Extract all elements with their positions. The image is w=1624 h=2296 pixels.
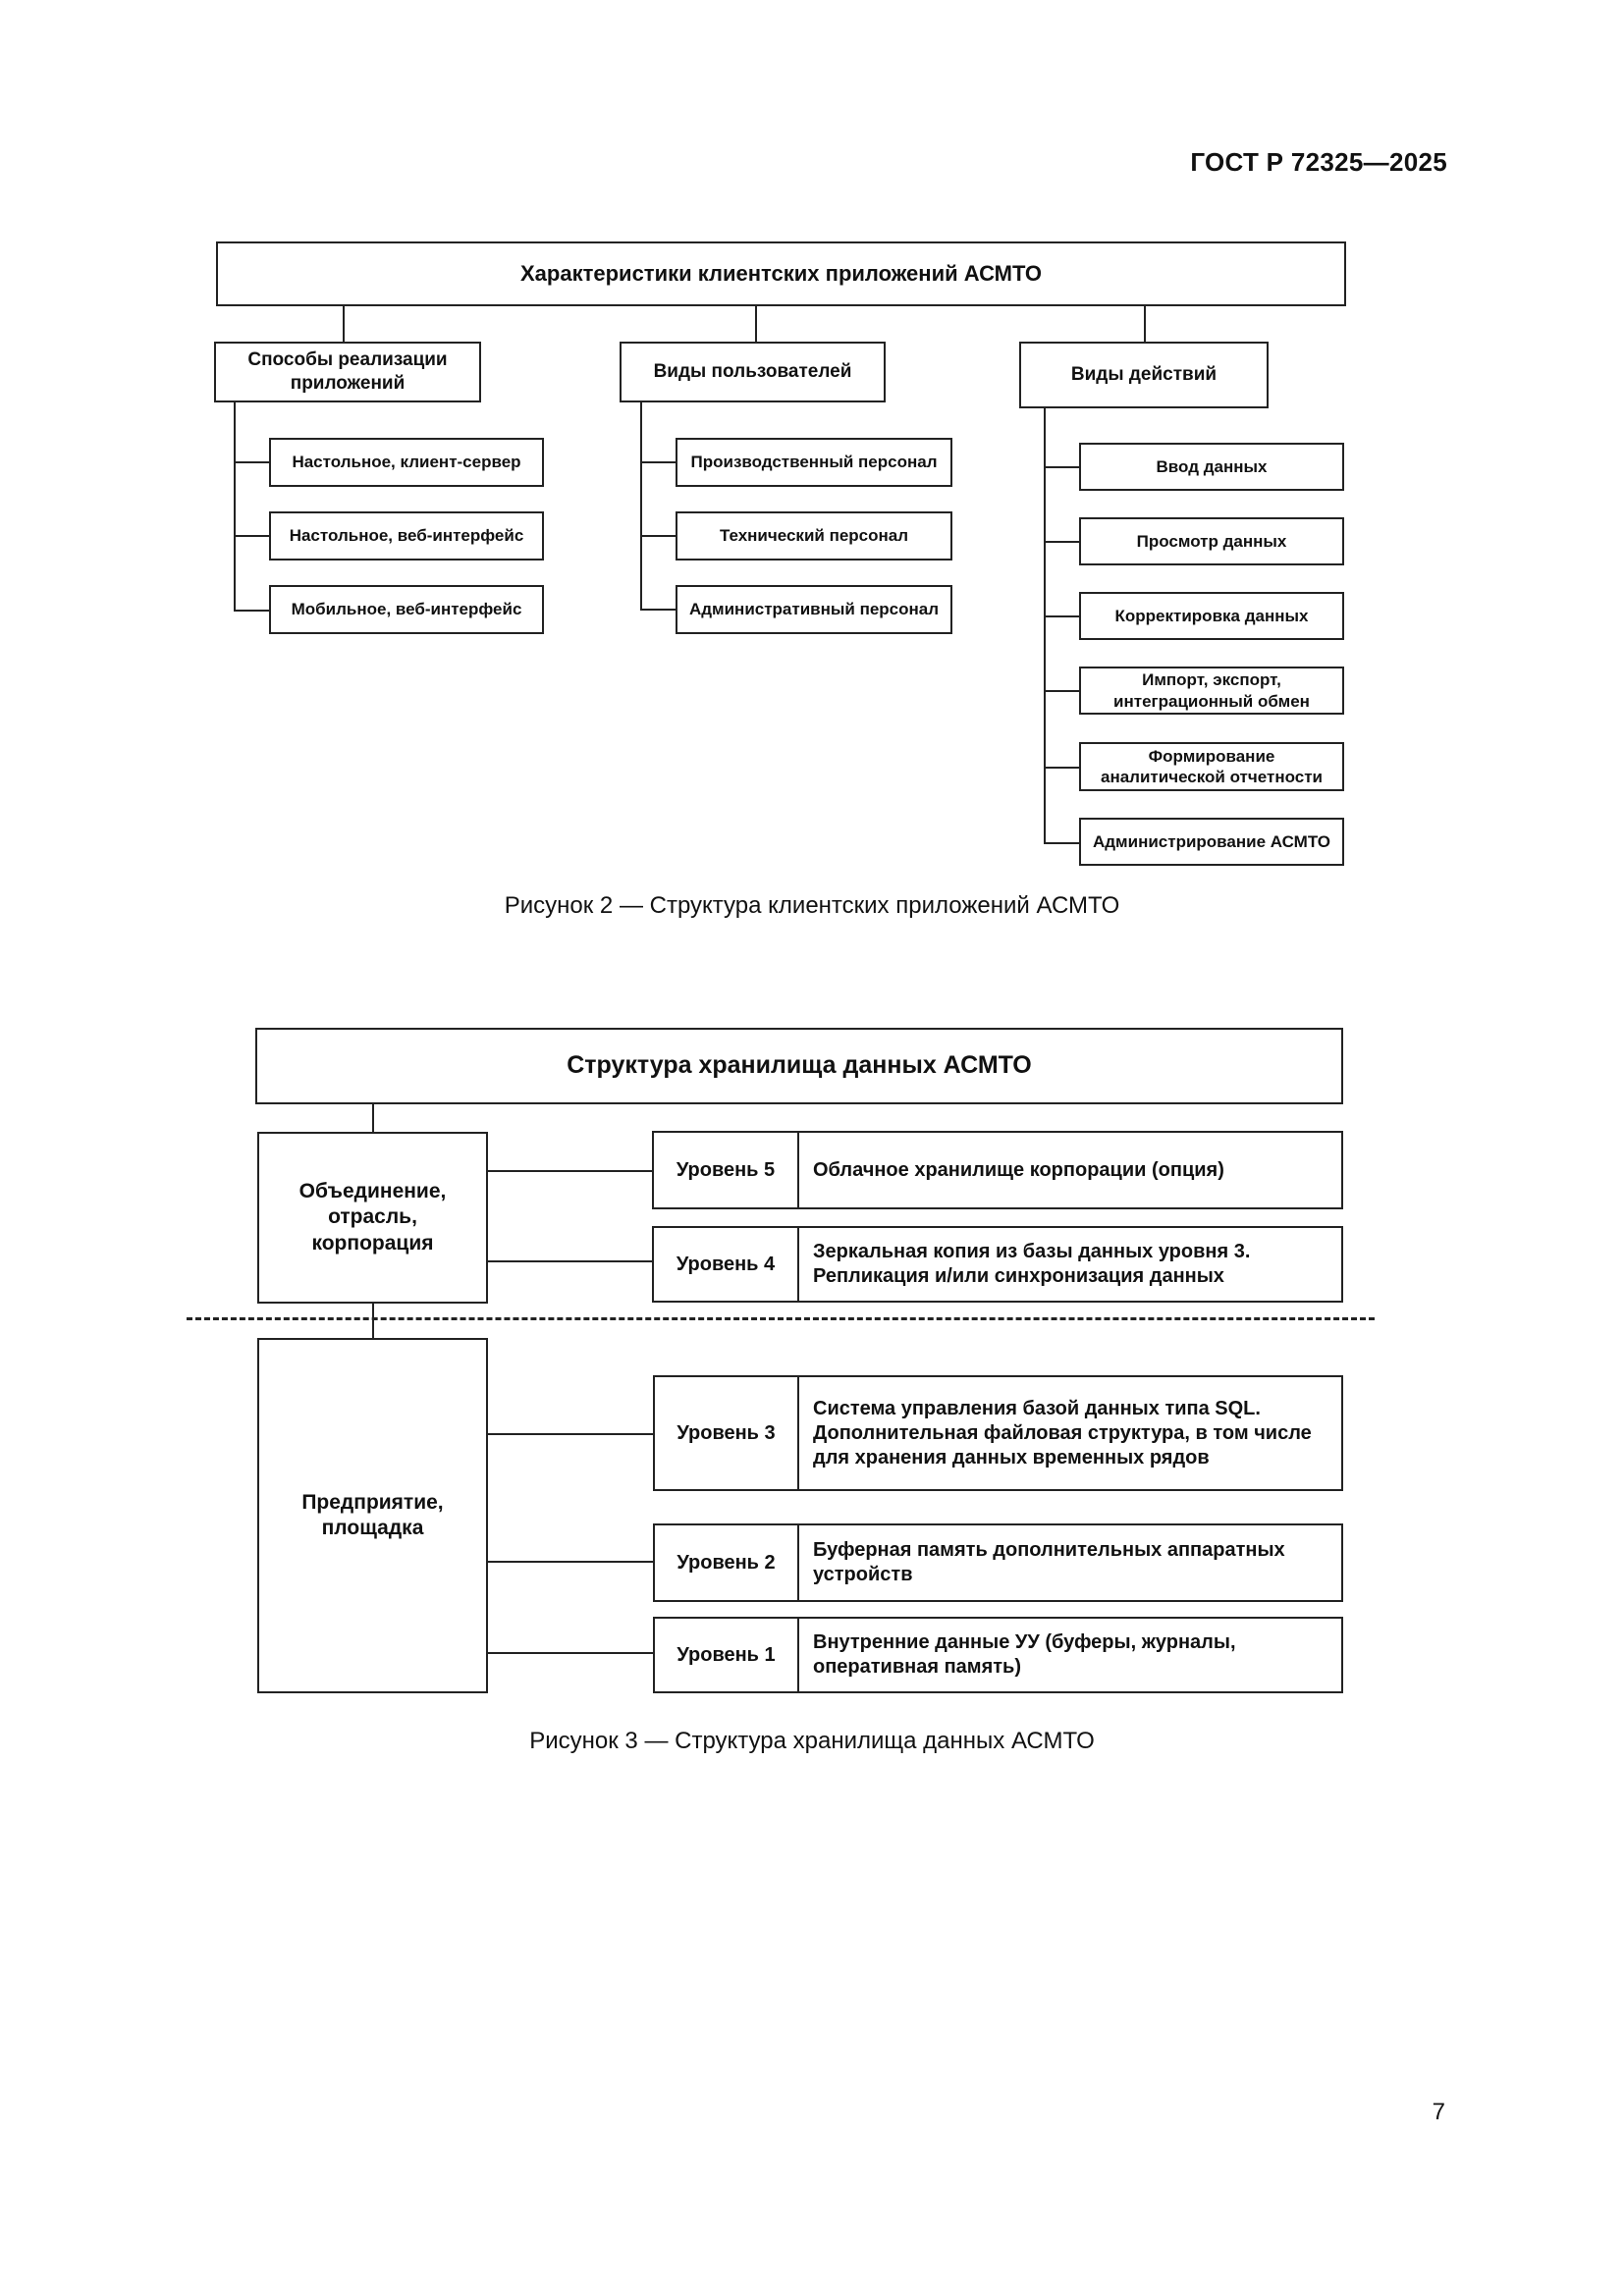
- fig2-category-box: Виды действий: [1019, 342, 1269, 408]
- fig2-item-box: Технический персонал: [676, 511, 952, 561]
- fig2-connector: [640, 535, 676, 537]
- fig3-dashed-separator: [187, 1317, 1375, 1320]
- figure-2-caption: Рисунок 2 — Структура клиентских приложе…: [504, 892, 1120, 919]
- fig2-connector: [1044, 615, 1079, 617]
- fig2-connector: [755, 306, 757, 342]
- fig2-connector: [234, 402, 236, 611]
- fig3-level-description: Система управления базой данных типа SQL…: [797, 1375, 1343, 1491]
- fig2-item-box: Мобильное, веб-интерфейс: [269, 585, 544, 634]
- fig2-connector: [234, 461, 269, 463]
- fig3-level-label: Уровень 2: [653, 1523, 799, 1602]
- fig2-item-box: Просмотр данных: [1079, 517, 1344, 565]
- document-standard-number: ГОСТ Р 72325—2025: [1190, 147, 1447, 177]
- fig2-connector: [1044, 842, 1079, 844]
- fig3-connector: [488, 1170, 652, 1172]
- fig2-item-box: Формирование аналитической отчетности: [1079, 742, 1344, 791]
- fig2-connector: [1044, 767, 1079, 769]
- fig3-connector: [488, 1652, 653, 1654]
- fig3-level-label: Уровень 5: [652, 1131, 799, 1209]
- fig2-category-box: Способы реализации приложений: [214, 342, 481, 402]
- fig2-connector: [234, 535, 269, 537]
- fig3-title-box: Структура хранилища данных АСМТО: [255, 1028, 1343, 1104]
- fig3-level-description: Облачное хранилище корпорации (опция): [797, 1131, 1343, 1209]
- page-number: 7: [1432, 2099, 1445, 2125]
- fig2-item-box: Настольное, клиент-сервер: [269, 438, 544, 487]
- fig3-level-description: Внутренние данные УУ (буферы, журналы, о…: [797, 1617, 1343, 1693]
- fig3-level-description: Буферная память дополнительных аппаратны…: [797, 1523, 1343, 1602]
- fig2-connector: [1044, 466, 1079, 468]
- fig3-level-label: Уровень 4: [652, 1226, 799, 1303]
- fig2-connector: [640, 609, 676, 611]
- fig3-level-label: Уровень 3: [653, 1375, 799, 1491]
- fig2-title-box: Характеристики клиентских приложений АСМ…: [216, 241, 1346, 306]
- fig2-item-box: Ввод данных: [1079, 443, 1344, 491]
- fig2-item-box: Импорт, экспорт, интеграционный обмен: [1079, 667, 1344, 715]
- fig3-group-box: Объединение, отрасль, корпорация: [257, 1132, 488, 1304]
- fig3-level-description: Зеркальная копия из базы данных уровня 3…: [797, 1226, 1343, 1303]
- fig2-connector: [1044, 690, 1079, 692]
- fig2-connector: [343, 306, 345, 342]
- fig2-item-box: Корректировка данных: [1079, 592, 1344, 640]
- fig3-connector: [372, 1303, 374, 1338]
- figure-3-caption: Рисунок 3 — Структура хранилища данных А…: [529, 1728, 1095, 1754]
- fig2-connector: [640, 461, 676, 463]
- fig3-connector: [372, 1104, 374, 1132]
- fig2-category-box: Виды пользователей: [620, 342, 886, 402]
- fig3-connector: [488, 1561, 653, 1563]
- fig2-connector: [234, 610, 269, 612]
- fig3-group-box: Предприятие, площадка: [257, 1338, 488, 1693]
- fig2-connector: [1044, 541, 1079, 543]
- fig2-item-box: Настольное, веб-интерфейс: [269, 511, 544, 561]
- fig2-connector: [1044, 408, 1046, 843]
- fig2-item-box: Производственный персонал: [676, 438, 952, 487]
- fig2-connector: [1144, 306, 1146, 342]
- fig2-item-box: Администрирование АСМТО: [1079, 818, 1344, 866]
- fig3-connector: [488, 1260, 652, 1262]
- fig3-connector: [488, 1433, 653, 1435]
- fig2-connector: [640, 402, 642, 610]
- fig3-level-label: Уровень 1: [653, 1617, 799, 1693]
- fig2-item-box: Административный персонал: [676, 585, 952, 634]
